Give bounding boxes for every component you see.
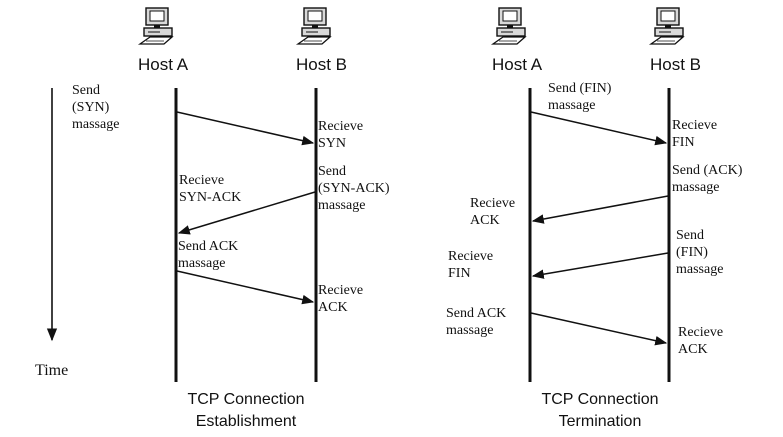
send-ack-label: Send (ACK) massage bbox=[672, 163, 743, 195]
host-a-label: Host A bbox=[492, 55, 543, 74]
syn-arrow bbox=[176, 111, 315, 146]
receive-ack-label: Recieve ACK bbox=[678, 325, 724, 357]
ack-arrow bbox=[176, 270, 315, 305]
computer-icon bbox=[297, 7, 331, 45]
send-syn-ack-label: Send (SYN-ACK) massage bbox=[318, 164, 390, 213]
syn-ack-arrow bbox=[177, 191, 316, 235]
receive-syn-label: Recieve SYN bbox=[318, 119, 364, 151]
send-ack-label: Send ACK massage bbox=[446, 306, 507, 338]
host-a-label: Host A bbox=[138, 55, 189, 74]
send-ack-label: Send ACK massage bbox=[178, 239, 239, 271]
send-syn-label: Send (SYN) massage bbox=[72, 83, 120, 132]
establishment-caption: TCP Connection Establishment bbox=[187, 391, 305, 430]
time-label: Time bbox=[35, 362, 69, 379]
receive-syn-ack-label: Recieve SYN-ACK bbox=[179, 173, 242, 205]
ack-arrow bbox=[531, 195, 669, 224]
computer-icon bbox=[492, 7, 526, 45]
receive-ack-label: Recieve ACK bbox=[470, 196, 516, 228]
computer-icon bbox=[650, 7, 684, 45]
host-b-label: Host B bbox=[650, 55, 702, 74]
host-b-label: Host B bbox=[296, 55, 348, 74]
computer-icon bbox=[139, 7, 173, 45]
send-fin-label: Send (FIN) massage bbox=[676, 228, 724, 277]
ack-arrow bbox=[530, 312, 668, 346]
receive-fin-label: Recieve FIN bbox=[672, 118, 718, 150]
receive-ack-label: Recieve ACK bbox=[318, 283, 364, 315]
termination-caption: TCP Connection Termination bbox=[541, 391, 659, 430]
fin-arrow bbox=[530, 111, 668, 146]
send-fin-label: Send (FIN) massage bbox=[548, 81, 612, 113]
fin-arrow bbox=[531, 252, 669, 279]
receive-fin-label: Recieve FIN bbox=[448, 249, 494, 281]
